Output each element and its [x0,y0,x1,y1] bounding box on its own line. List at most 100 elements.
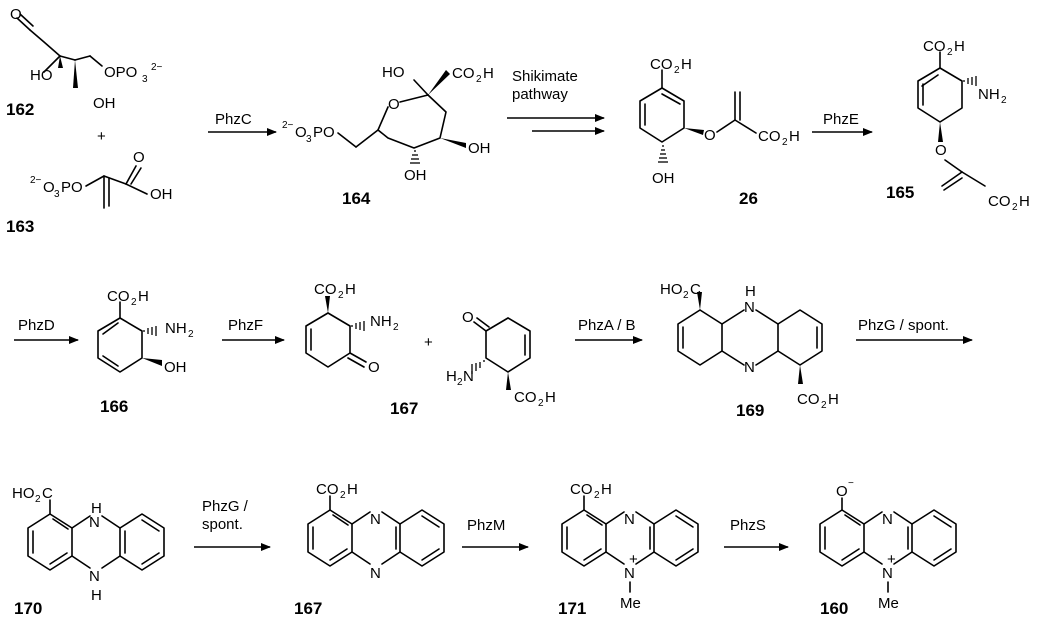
structure-162: O HO OH OPO 3 2− [10,6,163,112]
enzyme-phzG-1: PhzG / spont. [858,317,949,334]
svg-text:H: H [483,65,494,82]
svg-text:N: N [624,565,635,582]
enzyme-phzE: PhzE [823,111,859,128]
structure-170: H N N H HO 2 C [12,485,165,604]
svg-text:O: O [836,483,848,500]
svg-text:O: O [368,359,380,376]
enzyme-phzC: PhzC [215,111,252,128]
svg-text:H: H [745,283,756,300]
svg-text:2: 2 [338,290,344,301]
plus-sign: + [97,128,106,145]
svg-text:2: 2 [683,290,689,301]
svg-text:3: 3 [306,134,312,145]
enzyme-phzG-2b: spont. [202,516,243,533]
svg-text:2−: 2− [282,120,294,131]
structure-163: 2− O 3 PO O OH [30,149,173,209]
svg-text:CO: CO [514,389,537,406]
svg-text:H: H [347,481,358,498]
svg-text:CO: CO [923,38,946,55]
structure-171: N N + Me CO 2 H [561,481,699,612]
svg-text:N: N [624,511,635,528]
svg-text:NH: NH [165,320,187,337]
svg-text:PO: PO [313,124,335,141]
svg-text:O: O [43,179,55,196]
svg-text:OH: OH [652,170,675,187]
structure-166: CO 2 H NH 2 OH [97,288,194,376]
label-165: 165 [886,183,914,202]
label-167-a: 167 [390,399,418,418]
svg-text:PO: PO [61,179,83,196]
enzyme-shikimate-1: Shikimate [512,68,578,85]
svg-text:O: O [133,149,145,166]
svg-text:H: H [681,56,692,73]
svg-text:HO: HO [12,485,35,502]
label-171: 171 [558,599,586,618]
svg-text:H: H [345,281,356,298]
svg-text:2: 2 [782,137,788,148]
svg-text:N: N [882,565,893,582]
svg-text:HO: HO [382,64,405,81]
structure-164: 2− O 3 PO O HO CO 2 H OH OH [282,64,494,184]
svg-text:H: H [91,500,102,517]
svg-text:N: N [744,299,755,316]
structure-169: H N N HO 2 C CO 2 H [660,281,839,411]
label-170: 170 [14,599,42,618]
svg-text:2: 2 [476,74,482,85]
svg-text:NH: NH [370,313,392,330]
label-162: 162 [6,100,34,119]
enzyme-phzD: PhzD [18,317,55,334]
structure-160: N N + Me O − [819,478,957,612]
label-169: 169 [736,401,764,420]
svg-text:2−: 2− [30,175,42,186]
svg-text:Me: Me [878,595,899,612]
svg-text:O: O [295,124,307,141]
svg-text:2: 2 [674,65,680,76]
enzyme-phzF: PhzF [228,317,263,334]
svg-text:CO: CO [314,281,337,298]
svg-text:C: C [42,485,53,502]
svg-text:H: H [954,38,965,55]
svg-text:3: 3 [54,189,60,200]
svg-text:3: 3 [142,74,148,85]
svg-text:2: 2 [538,398,544,409]
label-26: 26 [739,189,758,208]
svg-text:H: H [828,391,839,408]
svg-text:2: 2 [188,329,194,340]
svg-text:NH: NH [978,86,1000,103]
svg-text:O: O [388,96,400,113]
svg-text:HO: HO [660,281,683,298]
svg-text:2: 2 [821,400,827,411]
svg-text:2: 2 [340,490,346,501]
svg-text:2: 2 [393,322,399,333]
label-167-b: 167 [294,599,322,618]
svg-text:H: H [91,587,102,604]
svg-text:N: N [89,568,100,585]
svg-text:H: H [446,368,457,385]
svg-text:OH: OH [468,140,491,157]
label-163: 163 [6,217,34,236]
svg-text:N: N [89,514,100,531]
plus-sign-2: + [424,334,433,351]
svg-text:N: N [882,511,893,528]
svg-text:−: − [848,478,854,489]
svg-text:OH: OH [150,186,173,203]
enzyme-phzG-2a: PhzG / [202,498,249,515]
structure-26: CO 2 H O CO 2 H OH [639,56,800,187]
svg-text:OH: OH [164,359,187,376]
svg-text:O: O [704,127,716,144]
enzyme-phzAB: PhzA / B [578,317,636,334]
svg-text:2−: 2− [151,62,163,73]
label-164: 164 [342,189,371,208]
svg-text:O: O [935,142,947,159]
enzyme-phzM: PhzM [467,517,505,534]
structure-167-aromatic: N N CO 2 H [307,481,445,582]
svg-text:HO: HO [30,67,53,84]
svg-text:O: O [462,309,474,326]
svg-text:CO: CO [797,391,820,408]
svg-text:C: C [690,281,701,298]
svg-text:OPO: OPO [104,64,137,81]
svg-text:2: 2 [1012,202,1018,213]
svg-text:CO: CO [452,65,475,82]
svg-text:2: 2 [35,494,41,505]
